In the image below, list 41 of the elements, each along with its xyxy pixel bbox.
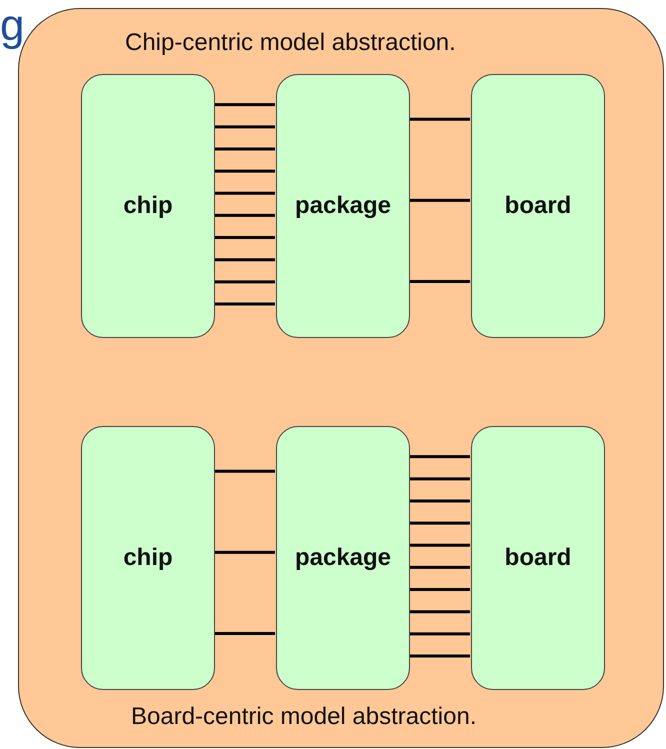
connection-line: [214, 170, 275, 173]
component-block: [276, 74, 410, 338]
connection-line: [214, 280, 275, 284]
connection-line: [214, 470, 275, 473]
connection-line: [409, 280, 470, 284]
connection-line: [214, 236, 275, 240]
connection-line: [214, 258, 275, 262]
connection-line: [409, 198, 470, 202]
connection-line: [409, 632, 470, 636]
connection-line: [409, 522, 470, 525]
component-block: [276, 426, 410, 690]
connection-line: [409, 455, 470, 458]
component-block: [81, 74, 215, 338]
block-label: board: [504, 192, 572, 220]
block-label: chip: [123, 192, 173, 220]
connection-line: [409, 544, 470, 547]
connection-line: [409, 477, 470, 480]
connection-line: [214, 632, 275, 636]
component-block: [471, 426, 605, 690]
block-label: package: [294, 192, 392, 220]
connection-line: [214, 147, 275, 150]
title-fragment: g: [0, 4, 24, 48]
connection-line: [214, 550, 275, 554]
connection-line: [409, 654, 470, 658]
connection-line: [409, 588, 470, 592]
connection-line: [214, 302, 275, 306]
connection-line: [409, 118, 470, 121]
connection-line: [214, 103, 275, 106]
block-label: board: [504, 544, 572, 572]
connection-line: [214, 192, 275, 195]
block-label: chip: [123, 544, 173, 572]
region-title: Board-centric model abstraction.: [131, 703, 476, 731]
connection-line: [214, 125, 275, 128]
component-block: [471, 74, 605, 338]
connection-line: [409, 499, 470, 502]
block-label: package: [294, 544, 392, 572]
component-block: [81, 426, 215, 690]
connection-line: [409, 610, 470, 614]
connection-line: [214, 214, 275, 217]
connection-line: [409, 566, 470, 569]
region-title: Chip-centric model abstraction.: [125, 29, 456, 57]
